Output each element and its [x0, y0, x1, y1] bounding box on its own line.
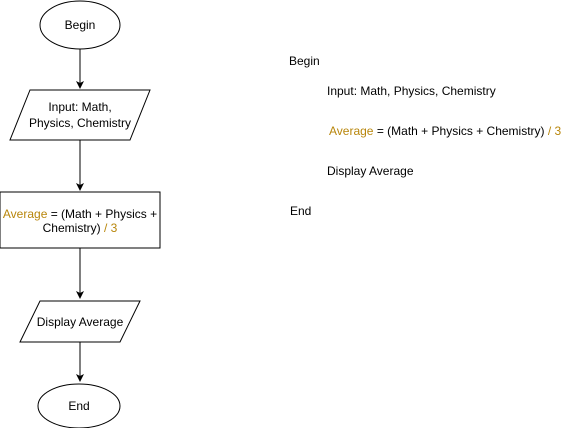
- process-expression-part2: Chemistry): [43, 221, 101, 235]
- process-label-line2: Chemistry) / 3: [43, 221, 118, 235]
- end-terminator: End: [37, 383, 121, 428]
- pseudocode-display: Display Average: [327, 164, 414, 178]
- pseudocode-begin: Begin: [289, 54, 320, 68]
- pseudocode-end: End: [290, 204, 312, 218]
- input-node: Input: Math, Physics, Chemistry: [9, 89, 151, 141]
- end-label: End: [68, 399, 89, 413]
- begin-label: Begin: [65, 18, 96, 32]
- process-expression-part1: = (Math + Physics +: [47, 207, 157, 221]
- output-label: Display Average: [37, 315, 124, 329]
- pseudocode-input: Input: Math, Physics, Chemistry: [327, 84, 496, 98]
- pseudocode-divisor: / 3: [544, 124, 562, 138]
- output-node: Display Average: [19, 300, 141, 343]
- pseudocode-expression: = (Math + Physics + Chemistry): [373, 124, 545, 138]
- process-node: Average = (Math + Physics + Chemistry) /…: [0, 191, 161, 249]
- end-ellipse: [37, 383, 121, 428]
- process-rectangle: [0, 191, 161, 249]
- input-parallelogram: [9, 89, 151, 141]
- process-label-line1: Average = (Math + Physics +: [3, 207, 157, 221]
- pseudocode-average-variable: Average: [329, 124, 374, 138]
- begin-terminator: Begin: [39, 0, 121, 50]
- output-parallelogram: [19, 300, 141, 343]
- input-label-line2: Physics, Chemistry: [29, 116, 131, 130]
- process-average-variable: Average: [3, 207, 48, 221]
- input-label-line1: Input: Math,: [48, 100, 111, 114]
- pseudocode-assignment: Average = (Math + Physics + Chemistry) /…: [329, 124, 561, 138]
- process-divisor: / 3: [101, 221, 118, 235]
